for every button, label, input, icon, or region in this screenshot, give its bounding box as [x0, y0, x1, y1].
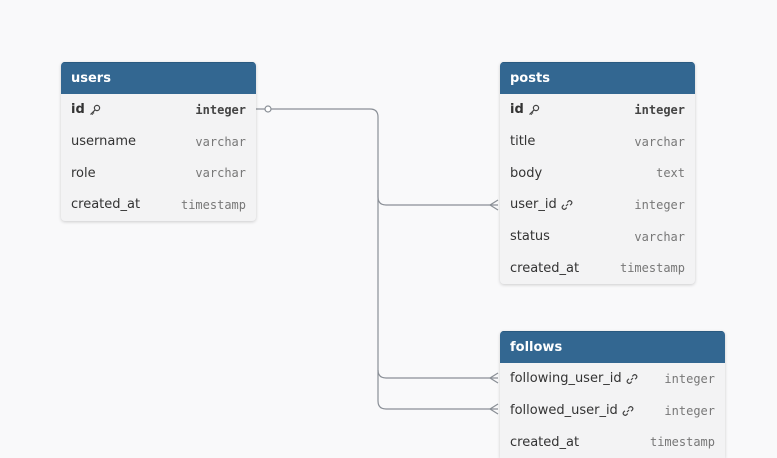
relation-users-posts: [256, 108, 498, 206]
column-name: body: [510, 166, 542, 181]
column-name: created_at: [510, 261, 579, 276]
column-name: role: [71, 166, 96, 181]
column-name-text: created_at: [510, 434, 580, 450]
column-type: varchar: [634, 229, 685, 244]
table-posts-header[interactable]: posts: [500, 62, 695, 94]
column-name: id: [71, 102, 101, 117]
column-name-text: status: [510, 229, 550, 245]
relation-users-follows-followed: [377, 370, 498, 410]
column-name-text: created_at: [71, 197, 141, 213]
column-name: user_id: [510, 197, 573, 212]
column-type: integer: [664, 371, 715, 386]
column-name: created_at: [71, 197, 140, 212]
column-type: timestamp: [649, 435, 715, 450]
column-type: integer: [634, 197, 685, 212]
column-type: timestamp: [619, 261, 685, 276]
column-row[interactable]: id integer: [61, 94, 256, 126]
table-posts[interactable]: posts id integer title varchar body text user_…: [500, 62, 695, 285]
column-name-text: created_at: [510, 260, 580, 276]
table-posts-columns: id integer title varchar body text user_id inte…: [500, 94, 695, 284]
column-name: id: [510, 102, 540, 117]
table-users-columns: id integer username varchar role varchar creat…: [61, 94, 256, 221]
column-row[interactable]: user_id integer: [500, 189, 695, 221]
column-row[interactable]: created_at timestamp: [500, 426, 725, 458]
column-name: username: [71, 134, 136, 149]
table-users-header[interactable]: users: [61, 62, 256, 94]
column-row[interactable]: body text: [500, 157, 695, 189]
column-name-text: user_id: [510, 197, 557, 213]
column-type: integer: [664, 403, 715, 418]
column-row[interactable]: created_at timestamp: [500, 252, 695, 284]
column-name: following_user_id: [510, 371, 638, 386]
relation-origin-dot: [264, 105, 272, 113]
column-row[interactable]: followed_user_id integer: [500, 395, 725, 427]
column-row[interactable]: following_user_id integer: [500, 363, 725, 395]
table-follows-header[interactable]: follows: [500, 331, 725, 363]
column-row[interactable]: title varchar: [500, 126, 695, 158]
column-type: timestamp: [180, 197, 246, 212]
column-type: integer: [634, 102, 685, 117]
column-row[interactable]: status varchar: [500, 221, 695, 253]
column-row[interactable]: id integer: [500, 94, 695, 126]
column-type: varchar: [195, 134, 246, 149]
column-name-text: body: [510, 165, 543, 181]
column-type: integer: [195, 102, 246, 117]
key-icon: [89, 104, 101, 116]
column-name-text: followed_user_id: [510, 403, 618, 419]
key-icon: [528, 104, 540, 116]
column-name-text: id: [510, 102, 524, 118]
crowfoot-follows-followed: [488, 403, 499, 415]
column-row[interactable]: created_at timestamp: [61, 189, 256, 221]
column-type: varchar: [195, 166, 246, 181]
column-name-text: id: [71, 102, 85, 118]
column-name-text: username: [71, 134, 136, 150]
crowfoot-follows-following: [488, 372, 499, 384]
table-users[interactable]: users id integer username varchar role varcha…: [61, 62, 256, 221]
column-name-text: title: [510, 134, 536, 150]
column-name-text: following_user_id: [510, 371, 622, 387]
column-type: varchar: [634, 134, 685, 149]
column-name-text: role: [71, 165, 96, 181]
crowfoot-posts-user-id: [488, 199, 499, 211]
relation-users-follows-following: [377, 190, 498, 379]
link-icon: [626, 373, 638, 385]
column-name: status: [510, 229, 550, 244]
column-name: created_at: [510, 435, 579, 450]
column-type: text: [656, 166, 685, 181]
link-icon: [561, 199, 573, 211]
column-row[interactable]: username varchar: [61, 126, 256, 158]
column-name: title: [510, 134, 535, 149]
column-row[interactable]: role varchar: [61, 157, 256, 189]
column-name: followed_user_id: [510, 403, 634, 418]
link-icon: [622, 405, 634, 417]
